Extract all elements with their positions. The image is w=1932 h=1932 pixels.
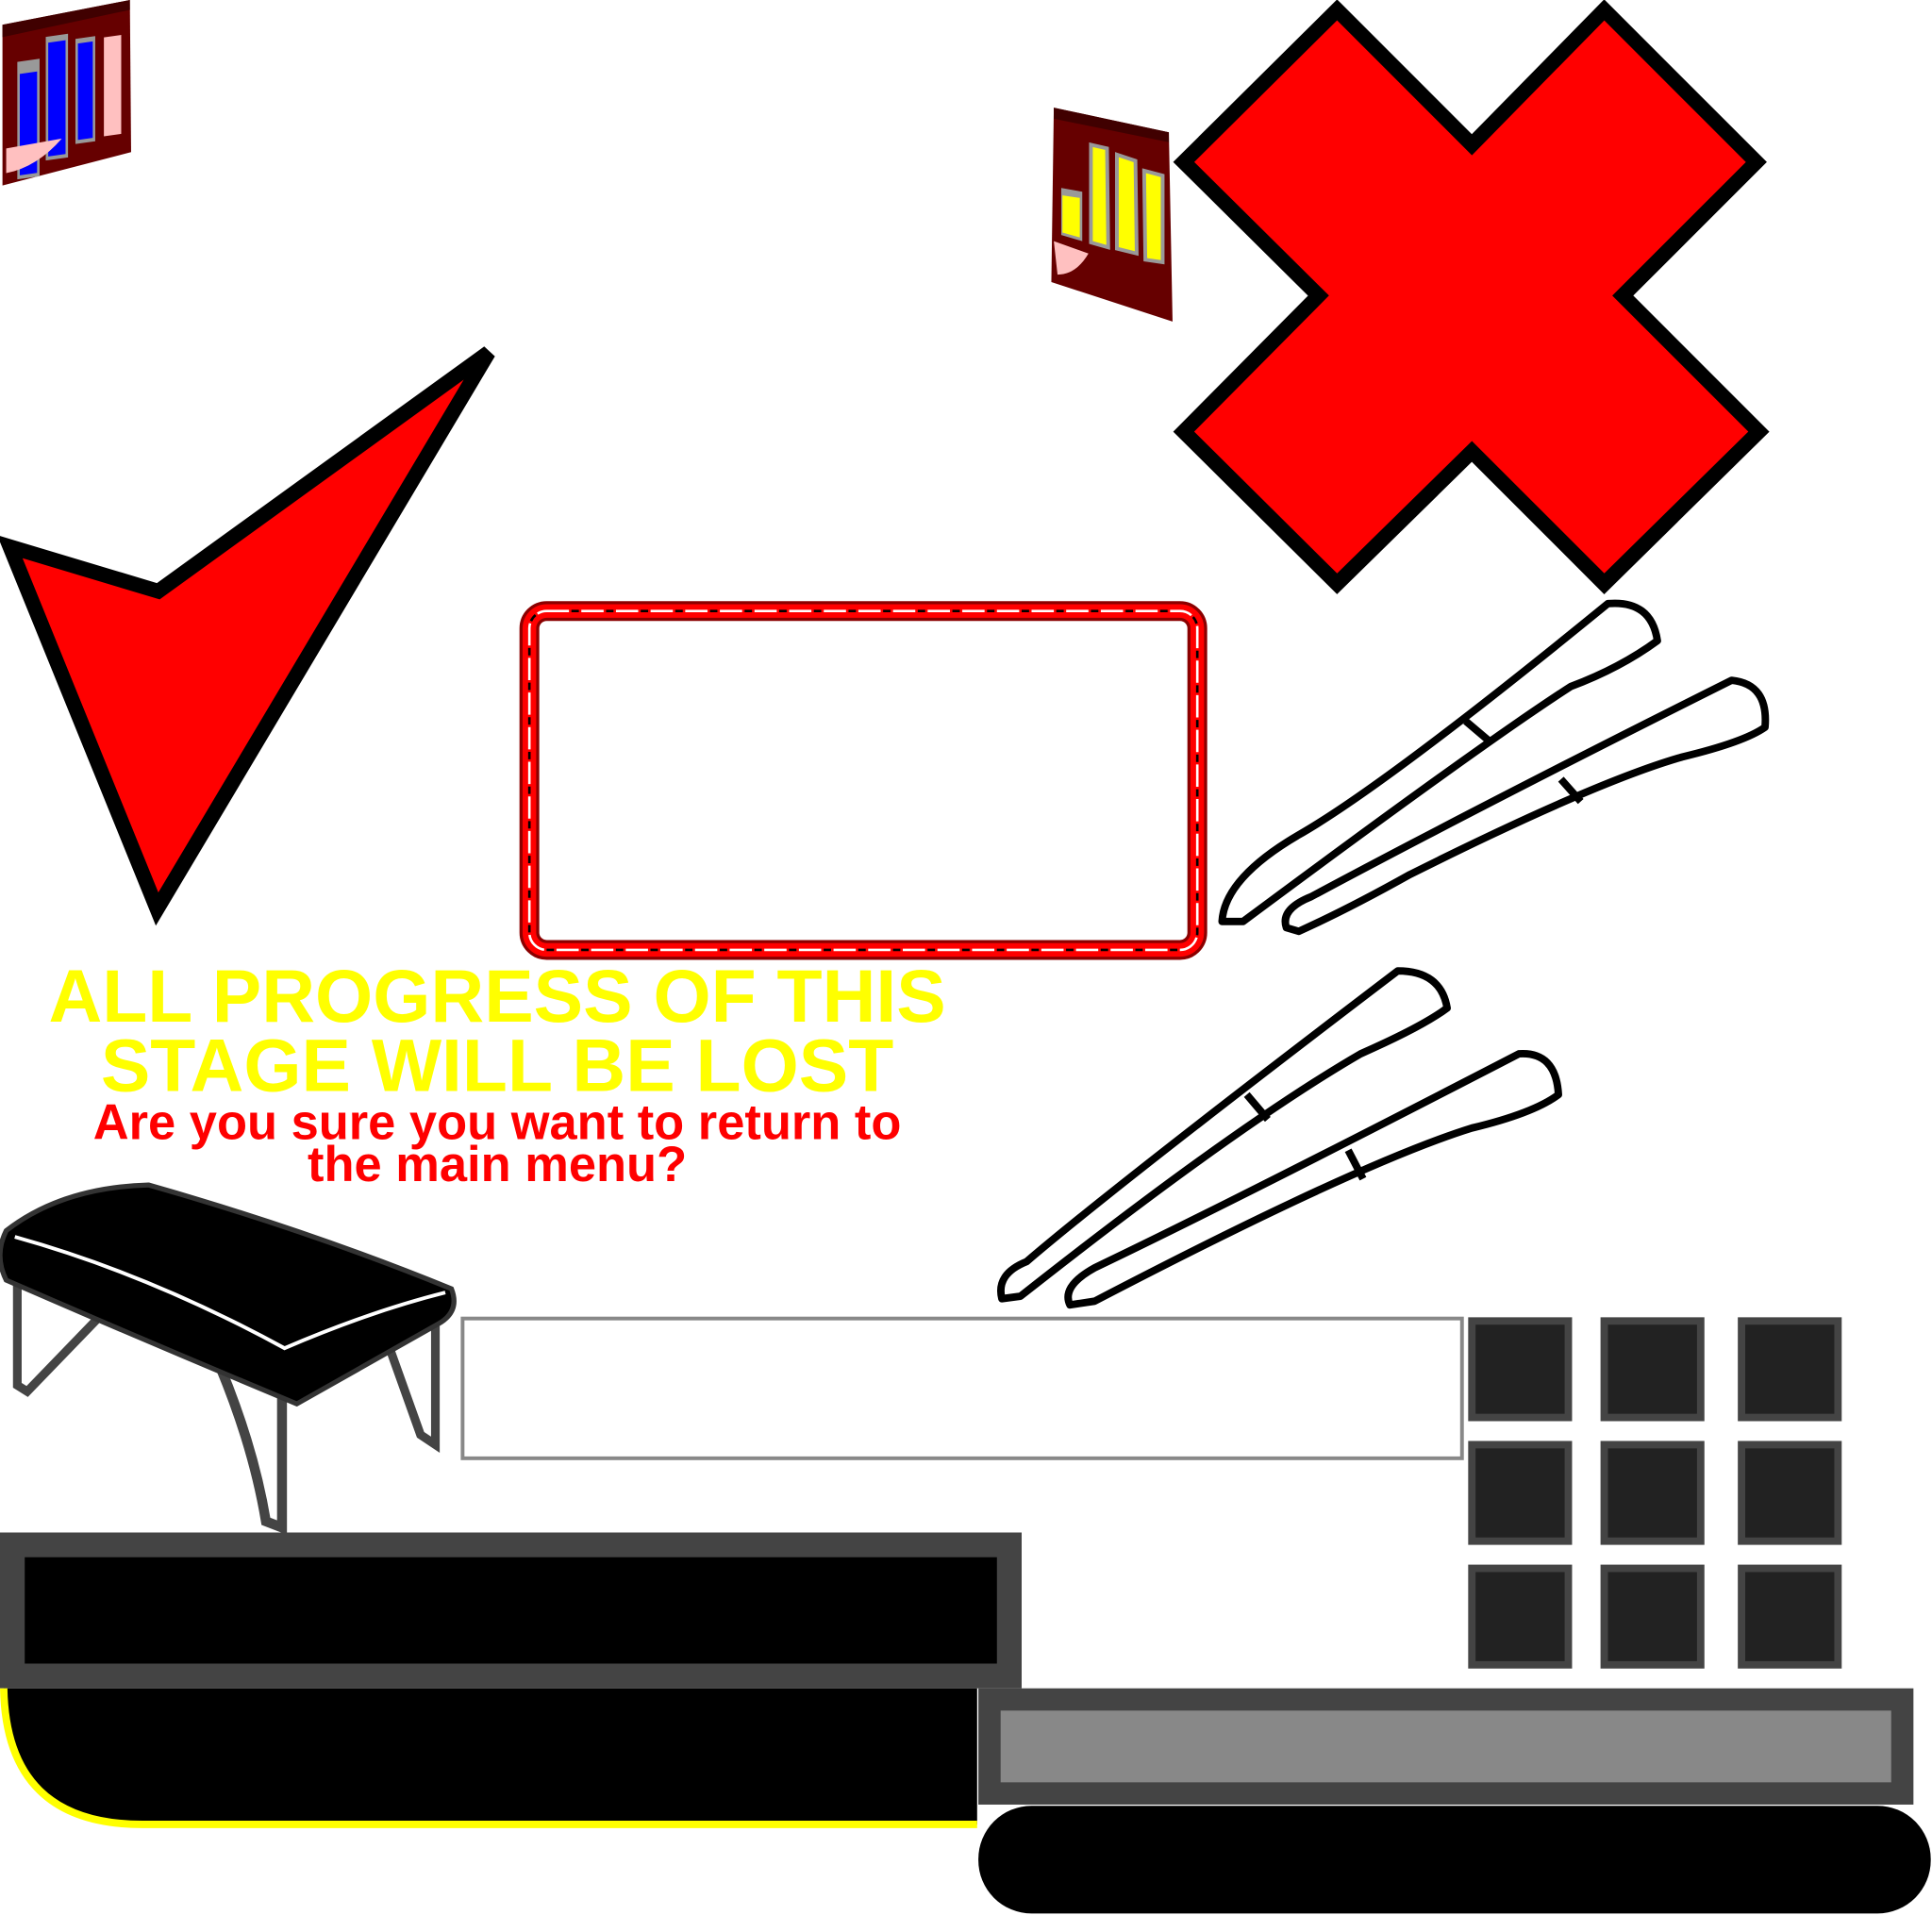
tile[interactable] [1468, 1441, 1573, 1545]
red-x-icon[interactable] [1173, 0, 1770, 594]
tile[interactable] [1600, 1441, 1705, 1545]
black-pill-button[interactable] [978, 1806, 1931, 1914]
tile[interactable] [1600, 1317, 1705, 1422]
red-checkmark-icon[interactable] [0, 346, 495, 926]
black-panel-bar [0, 1532, 1023, 1689]
tile[interactable] [1738, 1317, 1842, 1422]
question-line-1: Are you sure you want to return to [93, 1096, 902, 1151]
warning-line-1: ALL PROGRESS OF THIS [48, 955, 945, 1038]
bench-icon[interactable] [0, 1182, 457, 1535]
tile[interactable] [1468, 1564, 1573, 1669]
tile[interactable] [1468, 1317, 1573, 1422]
gray-progress-bar [978, 1688, 1914, 1805]
tile[interactable] [1738, 1441, 1842, 1545]
book-blue-icon[interactable] [2, 0, 131, 186]
tile[interactable] [1738, 1564, 1842, 1669]
tile-grid [1468, 1317, 1842, 1669]
book-yellow-icon[interactable] [1051, 108, 1173, 322]
tile[interactable] [1600, 1564, 1705, 1669]
rope-frame [519, 601, 1208, 960]
chopsticks-icon[interactable] [997, 599, 1770, 1309]
question-line-2: the main menu? [308, 1138, 687, 1192]
yellow-edged-bar [3, 1688, 977, 1824]
text-input-bar[interactable] [460, 1316, 1464, 1460]
warning-line-2: STAGE WILL BE LOST [101, 1024, 893, 1107]
confirm-dialog-text: ALL PROGRESS OF THIS STAGE WILL BE LOST … [48, 955, 945, 1192]
